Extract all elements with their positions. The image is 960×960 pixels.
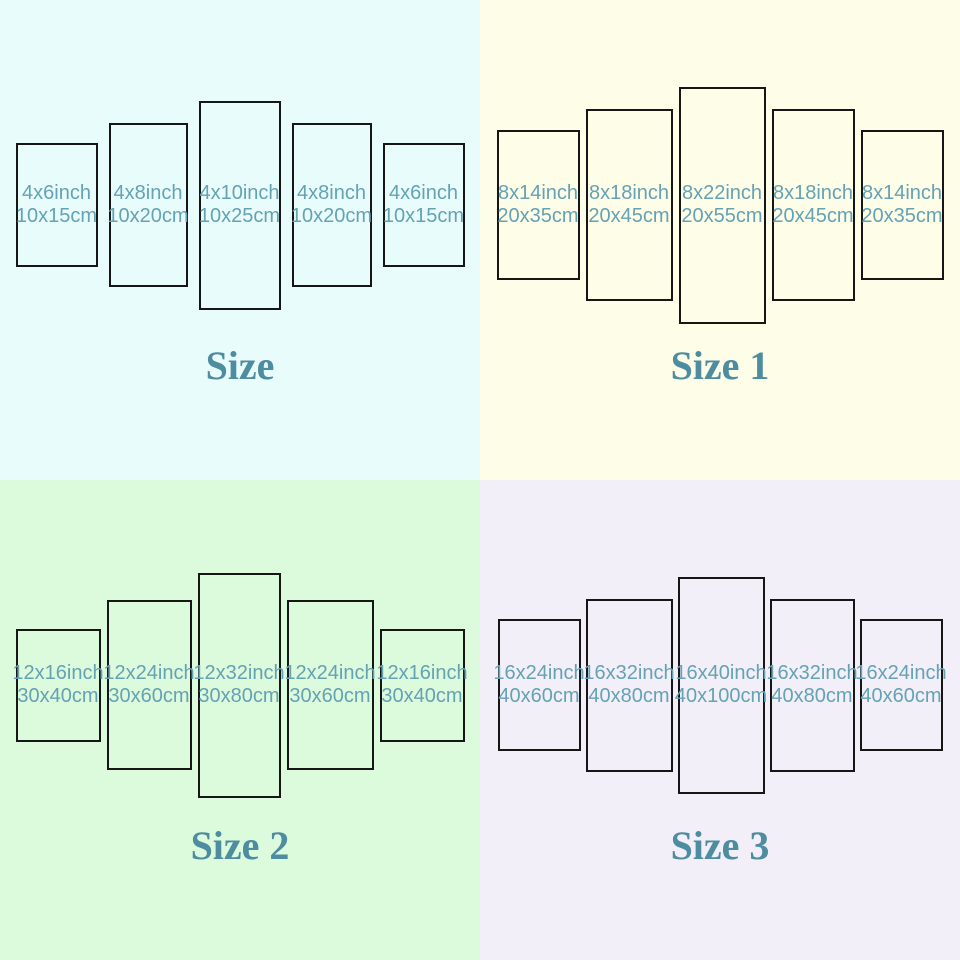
- panel-size-label: 16x40inch 40x100cm: [675, 662, 767, 708]
- canvas-panel: 4x10inch 10x25cm: [198, 100, 281, 310]
- panel-row: 8x14inch 20x35cm 8x18inch 20x45cm 8x22in…: [480, 0, 960, 410]
- panel-size-label: 16x24inch 40x60cm: [855, 662, 946, 708]
- panel-cm-label: 40x80cm: [771, 685, 853, 707]
- panel-size-label: 4x6inch 10x15cm: [16, 182, 97, 228]
- panel-cm-label: 40x80cm: [588, 685, 670, 707]
- panel-cm-label: 30x80cm: [198, 685, 280, 707]
- panel-inch-label: 8x22inch: [681, 182, 763, 204]
- panel-inch-label: 16x32inch: [583, 662, 675, 684]
- panel-row: 4x6inch 10x15cm 4x8inch 10x20cm 4x10inch…: [0, 0, 480, 410]
- panel-inch-label: 8x18inch: [588, 182, 670, 204]
- panel-size-label: 8x14inch 20x35cm: [861, 182, 942, 228]
- quadrant-title: Size: [205, 343, 275, 388]
- panel-inch-label: 4x10inch: [199, 182, 280, 204]
- canvas-panel: 16x40inch 40x100cm: [675, 576, 767, 794]
- canvas-panel: 4x8inch 10x20cm: [291, 123, 372, 287]
- canvas-panel: 8x14inch 20x35cm: [860, 130, 944, 280]
- panel-size-label: 8x18inch 20x45cm: [588, 182, 669, 228]
- panel-cm-label: 40x100cm: [674, 685, 768, 707]
- canvas-panel: 12x16inch 30x40cm: [376, 628, 468, 742]
- panel-cm-label: 30x60cm: [108, 685, 190, 707]
- panel-size-label: 12x24inch 30x60cm: [284, 662, 375, 708]
- canvas-panel: 16x24inch 40x60cm: [493, 619, 585, 751]
- panel-cm-label: 10x15cm: [382, 205, 465, 227]
- panel-cm-label: 40x60cm: [498, 685, 580, 707]
- panel-inch-label: 4x6inch: [22, 182, 91, 204]
- canvas-panel: 8x14inch 20x35cm: [496, 130, 580, 280]
- canvas-panel: 12x16inch 30x40cm: [12, 628, 104, 742]
- canvas-panel: 4x6inch 10x15cm: [382, 143, 465, 267]
- panel-inch-label: 12x32inch: [193, 662, 285, 684]
- panel-inch-label: 16x24inch: [855, 662, 947, 684]
- canvas-panel: 16x32inch 40x80cm: [583, 598, 675, 772]
- panel-cm-label: 20x45cm: [588, 205, 670, 227]
- canvas-panel: 4x6inch 10x15cm: [15, 143, 98, 267]
- panel-inch-label: 4x8inch: [113, 182, 183, 204]
- quadrant-size: 4x6inch 10x15cm 4x8inch 10x20cm 4x10inch…: [0, 0, 480, 480]
- panel-inch-label: 4x6inch: [389, 182, 458, 204]
- panel-cm-label: 40x60cm: [860, 685, 942, 707]
- quadrant-size-3: 16x24inch 40x60cm 16x32inch 40x80cm 16x4…: [480, 480, 960, 960]
- panel-cm-label: 30x40cm: [381, 685, 463, 707]
- panel-cm-label: 20x35cm: [497, 205, 579, 227]
- panel-inch-label: 8x18inch: [772, 182, 854, 204]
- panel-inch-label: 12x24inch: [284, 662, 376, 684]
- panel-cm-label: 10x20cm: [107, 205, 189, 227]
- panel-size-label: 16x24inch 40x60cm: [493, 662, 584, 708]
- panel-inch-label: 16x24inch: [493, 662, 585, 684]
- panel-inch-label: 12x24inch: [103, 662, 195, 684]
- panel-inch-label: 12x16inch: [376, 662, 468, 684]
- panel-cm-label: 10x20cm: [290, 205, 373, 227]
- panel-size-label: 12x16inch 30x40cm: [12, 662, 103, 708]
- panel-size-label: 4x10inch 10x25cm: [199, 182, 280, 228]
- panel-cm-label: 30x60cm: [289, 685, 371, 707]
- panel-size-label: 12x24inch 30x60cm: [103, 662, 194, 708]
- panel-size-label: 16x32inch 40x80cm: [583, 662, 674, 708]
- canvas-panel: 12x24inch 30x60cm: [103, 600, 195, 770]
- panel-inch-label: 8x14inch: [497, 182, 579, 204]
- panel-row: 12x16inch 30x40cm 12x24inch 30x60cm 12x3…: [0, 480, 480, 890]
- panel-size-label: 8x18inch 20x45cm: [772, 182, 853, 228]
- panel-size-label: 12x32inch 30x80cm: [193, 662, 284, 708]
- panel-cm-label: 20x35cm: [861, 205, 943, 227]
- quadrant-size-1: 8x14inch 20x35cm 8x18inch 20x45cm 8x22in…: [480, 0, 960, 480]
- quadrant-title: Size 3: [670, 823, 770, 868]
- canvas-panel: 4x8inch 10x20cm: [107, 123, 189, 287]
- panel-inch-label: 16x40inch: [675, 662, 767, 684]
- panel-inch-label: 12x16inch: [12, 662, 104, 684]
- canvas-panel: 8x18inch 20x45cm: [771, 109, 855, 301]
- canvas-panel: 8x18inch 20x45cm: [585, 109, 673, 301]
- canvas-panel: 16x24inch 40x60cm: [855, 619, 947, 751]
- panel-size-label: 8x14inch 20x35cm: [497, 182, 578, 228]
- canvas-panel: 12x24inch 30x60cm: [284, 600, 376, 770]
- panel-inch-label: 4x8inch: [297, 182, 366, 204]
- panel-cm-label: 20x45cm: [772, 205, 854, 227]
- panel-inch-label: 8x14inch: [861, 182, 943, 204]
- canvas-panel: 12x32inch 30x80cm: [193, 572, 285, 798]
- panel-cm-label: 10x15cm: [15, 205, 98, 227]
- panel-size-label: 4x6inch 10x15cm: [383, 182, 464, 228]
- panel-cm-label: 20x55cm: [681, 205, 763, 227]
- panel-size-label: 8x22inch 20x55cm: [681, 182, 762, 228]
- canvas-panel: 16x32inch 40x80cm: [766, 598, 858, 772]
- quadrant-size-2: 12x16inch 30x40cm 12x24inch 30x60cm 12x3…: [0, 480, 480, 960]
- panel-size-label: 12x16inch 30x40cm: [376, 662, 467, 708]
- panel-inch-label: 16x32inch: [766, 662, 858, 684]
- panel-size-label: 4x8inch 10x20cm: [107, 182, 188, 228]
- panel-row: 16x24inch 40x60cm 16x32inch 40x80cm 16x4…: [480, 480, 960, 890]
- canvas-panel: 8x22inch 20x55cm: [678, 86, 766, 324]
- panel-cm-label: 30x40cm: [17, 685, 99, 707]
- panel-size-label: 4x8inch 10x20cm: [291, 182, 372, 228]
- panel-size-label: 16x32inch 40x80cm: [766, 662, 857, 708]
- panel-cm-label: 10x25cm: [198, 205, 281, 227]
- quadrant-title: Size 2: [190, 823, 290, 868]
- quadrant-title: Size 1: [670, 343, 770, 388]
